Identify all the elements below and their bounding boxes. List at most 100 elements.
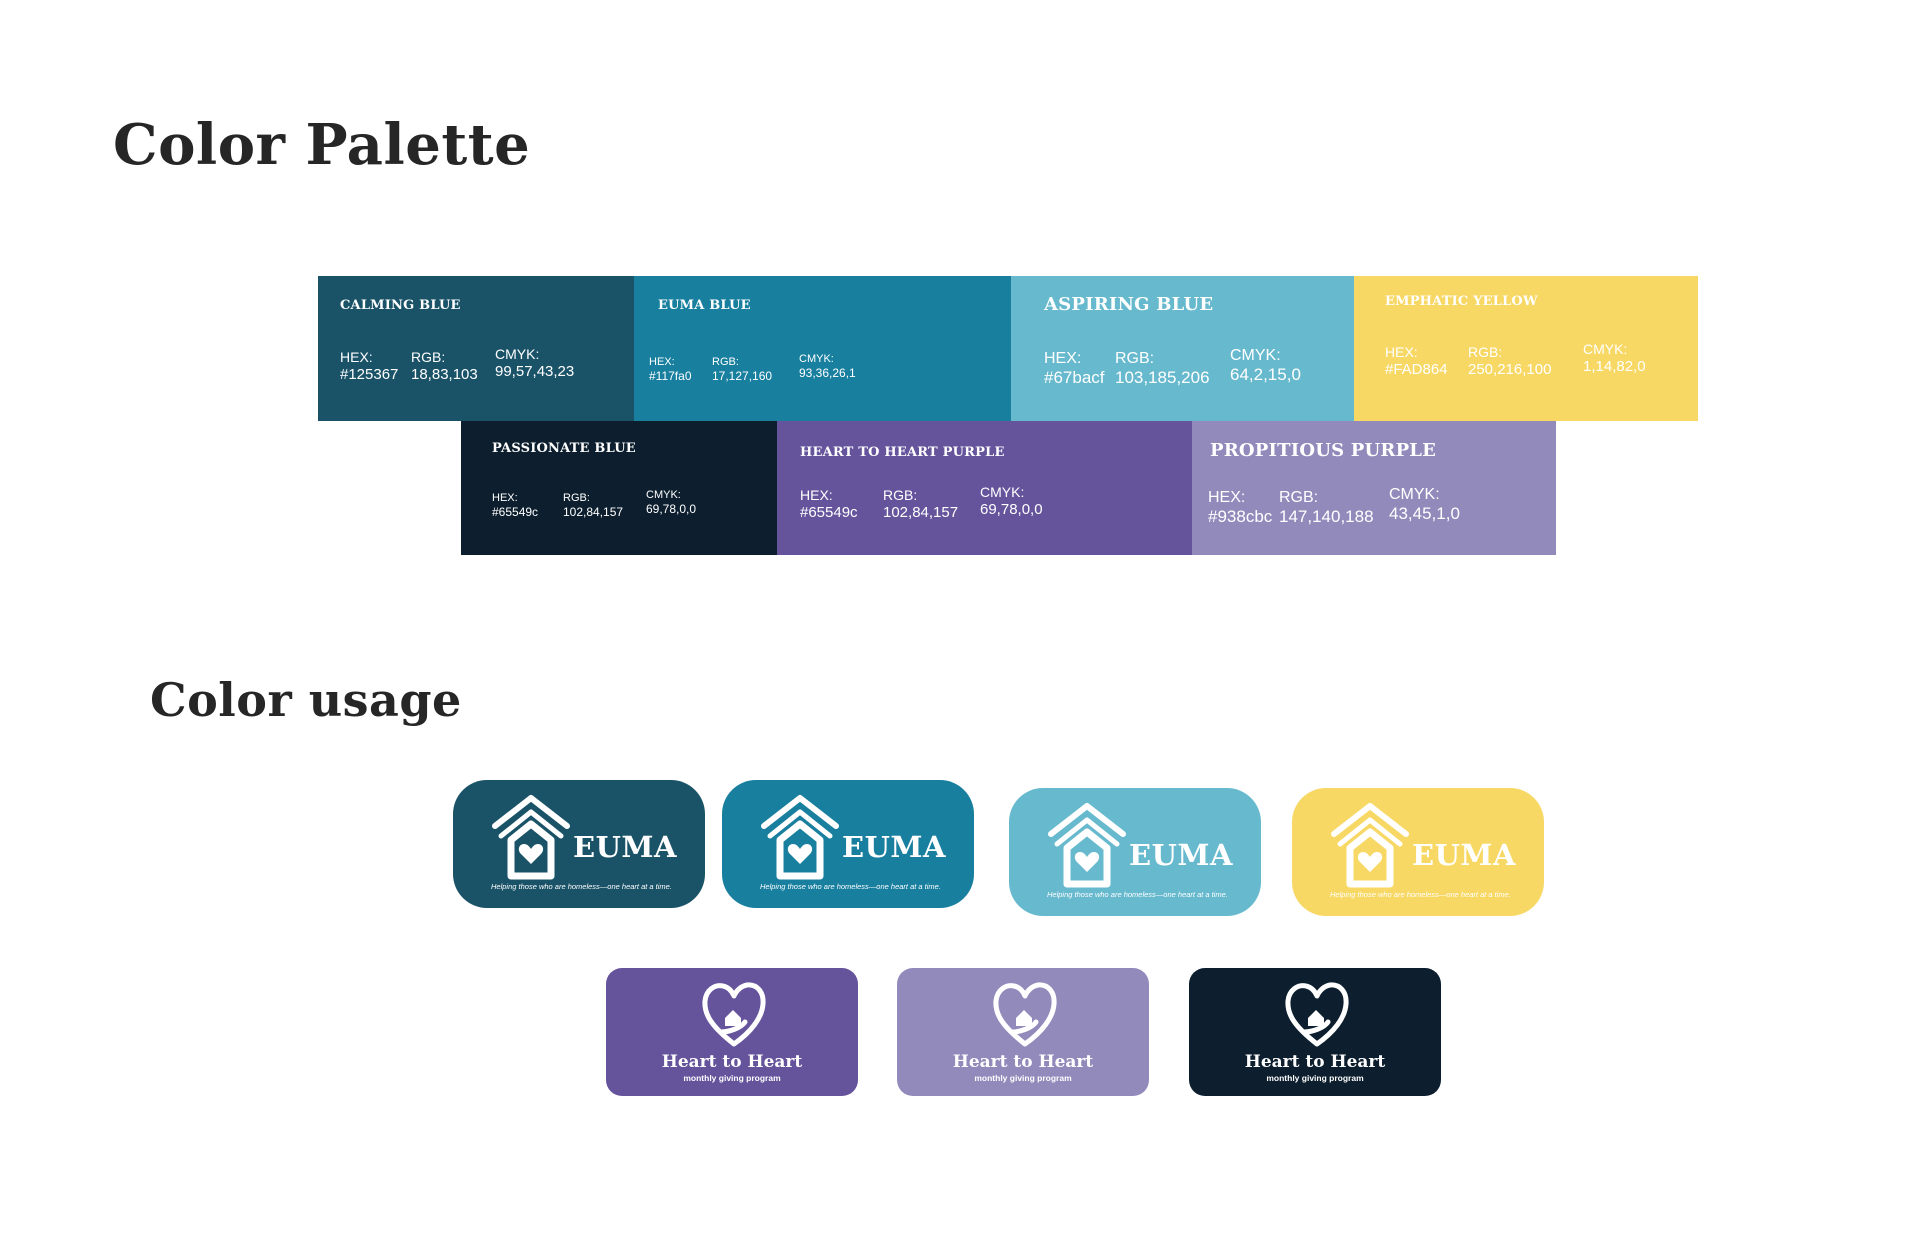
house-heart-icon [1328, 802, 1418, 890]
heart-to-heart-brand-name: Heart to Heart [952, 1052, 1094, 1072]
swatch-rgb-field: RGB:103,185,206 [1115, 349, 1210, 389]
swatch-hex-field: HEX:#67bacf [1044, 349, 1105, 389]
swatch-cmyk-field: CMYK:1,14,82,0 [1583, 341, 1646, 376]
euma-brand-name: EUMA [1412, 838, 1516, 872]
swatch-rgb-value: 102,84,157 [563, 505, 624, 520]
swatch-name: EUMA BLUE [658, 298, 751, 313]
swatch-rgb-value: 147,140,188 [1279, 507, 1374, 527]
swatch-hex-field: HEX:#938cbc [1208, 488, 1272, 528]
swatch-rgb-label: RGB: [1468, 344, 1503, 360]
swatch-cmyk-field: CMYK:69,78,0,0 [980, 484, 1043, 519]
swatch-hex-value: #938cbc [1208, 507, 1273, 527]
swatch-hex-value: #67bacf [1044, 368, 1105, 388]
swatch-cmyk-field: CMYK:64,2,15,0 [1230, 346, 1301, 386]
euma-tagline: Helping those who are homeless—one heart… [491, 882, 672, 891]
swatch-rgb-value: 250,216,100 [1468, 360, 1552, 378]
swatch-hex-field: HEX:#125367 [340, 349, 398, 384]
heart-to-heart-brand-name: Heart to Heart [661, 1052, 803, 1072]
swatch-rgb-value: 102,84,157 [883, 503, 959, 521]
euma-brand-name: EUMA [1129, 838, 1233, 872]
swatch-rgb-label: RGB: [411, 349, 446, 365]
swatch-rgb-value: 103,185,206 [1115, 368, 1210, 388]
euma-tagline: Helping those who are homeless—one heart… [1047, 890, 1228, 899]
heart-house-icon [1284, 980, 1350, 1048]
euma-brand-name: EUMA [842, 830, 946, 864]
euma-logo-card: EUMA Helping those who are homeless—one h… [722, 780, 974, 908]
swatch-name: EMPHATIC YELLOW [1385, 294, 1538, 309]
swatch-rgb-field: RGB:250,216,100 [1468, 344, 1551, 379]
euma-tagline: Helping those who are homeless—one heart… [760, 882, 941, 891]
swatch-cmyk-field: CMYK:43,45,1,0 [1389, 485, 1460, 525]
swatch-hex-label: HEX: [1385, 344, 1418, 360]
swatch-cmyk-label: CMYK: [799, 353, 834, 365]
heart-to-heart-brand-name: Heart to Heart [1244, 1052, 1386, 1072]
swatch-cmyk-label: CMYK: [980, 484, 1025, 500]
swatch-cmyk-label: CMYK: [646, 489, 681, 501]
color-swatch: CALMING BLUE HEX:#125367 RGB:18,83,103 CMYK… [318, 276, 634, 421]
swatch-rgb-label: RGB: [1279, 489, 1319, 506]
swatch-cmyk-field: CMYK:93,36,26,1 [799, 353, 856, 381]
house-heart-icon [758, 794, 848, 882]
swatch-cmyk-value: 93,36,26,1 [799, 366, 856, 381]
swatch-hex-label: HEX: [1044, 350, 1082, 367]
swatch-rgb-field: RGB:147,140,188 [1279, 488, 1374, 528]
euma-logo-card: EUMA Helping those who are homeless—one h… [1009, 788, 1261, 916]
swatch-hex-label: HEX: [492, 492, 518, 504]
swatch-rgb-field: RGB:102,84,157 [563, 492, 623, 520]
swatch-hex-value: #125367 [340, 365, 399, 383]
swatch-rgb-field: RGB:102,84,157 [883, 487, 958, 522]
swatch-name: PASSIONATE BLUE [492, 441, 636, 456]
heart-house-icon [701, 980, 767, 1048]
swatch-rgb-value: 17,127,160 [712, 369, 773, 384]
swatch-rgb-value: 18,83,103 [411, 365, 478, 383]
euma-logo-card: EUMA Helping those who are homeless—one h… [1292, 788, 1544, 916]
swatch-cmyk-value: 69,78,0,0 [980, 500, 1043, 518]
swatch-rgb-label: RGB: [712, 356, 739, 368]
swatch-cmyk-value: 99,57,43,23 [495, 362, 575, 380]
swatch-hex-field: HEX:#FAD864 [1385, 344, 1448, 379]
swatch-cmyk-value: 1,14,82,0 [1583, 357, 1646, 375]
swatch-name: ASPIRING BLUE [1044, 294, 1214, 315]
swatch-hex-field: HEX:#117fa0 [649, 356, 692, 384]
swatch-cmyk-label: CMYK: [1583, 341, 1628, 357]
swatch-rgb-field: RGB:18,83,103 [411, 349, 478, 384]
color-palette-heading: Color Palette [113, 112, 531, 178]
swatch-cmyk-label: CMYK: [1230, 347, 1281, 364]
swatch-rgb-label: RGB: [883, 487, 918, 503]
swatch-hex-value: #FAD864 [1385, 360, 1448, 378]
color-swatch: EUMA BLUE HEX:#117fa0 RGB:17,127,160 CMYK:9… [634, 276, 1011, 421]
swatch-hex-value: #65549c [800, 503, 858, 521]
color-usage-heading: Color usage [150, 673, 462, 727]
swatch-rgb-label: RGB: [563, 492, 590, 504]
house-heart-icon [489, 794, 579, 882]
euma-tagline: Helping those who are homeless—one heart… [1330, 890, 1511, 899]
swatch-hex-label: HEX: [1208, 489, 1246, 506]
swatch-hex-label: HEX: [649, 356, 675, 368]
swatch-cmyk-value: 64,2,15,0 [1230, 365, 1301, 385]
swatch-cmyk-field: CMYK:99,57,43,23 [495, 346, 574, 381]
swatch-hex-field: HEX:#65549c [800, 487, 858, 522]
house-heart-icon [1045, 802, 1135, 890]
color-swatch: PASSIONATE BLUE HEX:#65549c RGB:102,84,157… [461, 421, 777, 555]
swatch-name: HEART TO HEART PURPLE [800, 445, 1005, 460]
heart-to-heart-tagline: monthly giving program [1266, 1073, 1364, 1083]
euma-brand-name: EUMA [573, 830, 677, 864]
swatch-hex-value: #65549c [492, 505, 539, 520]
heart-to-heart-tagline: monthly giving program [683, 1073, 781, 1083]
swatch-cmyk-field: CMYK:69,78,0,0 [646, 489, 696, 517]
swatch-rgb-field: RGB:17,127,160 [712, 356, 772, 384]
heart-house-icon [992, 980, 1058, 1048]
swatch-hex-field: HEX:#65549c [492, 492, 538, 520]
swatch-rgb-label: RGB: [1115, 350, 1155, 367]
heart-to-heart-tagline: monthly giving program [974, 1073, 1072, 1083]
swatch-hex-label: HEX: [800, 487, 833, 503]
swatch-hex-value: #117fa0 [649, 369, 692, 384]
swatch-name: PROPITIOUS PURPLE [1210, 440, 1437, 461]
swatch-name: CALMING BLUE [340, 298, 461, 313]
swatch-cmyk-value: 69,78,0,0 [646, 502, 697, 517]
swatch-cmyk-label: CMYK: [1389, 486, 1440, 503]
